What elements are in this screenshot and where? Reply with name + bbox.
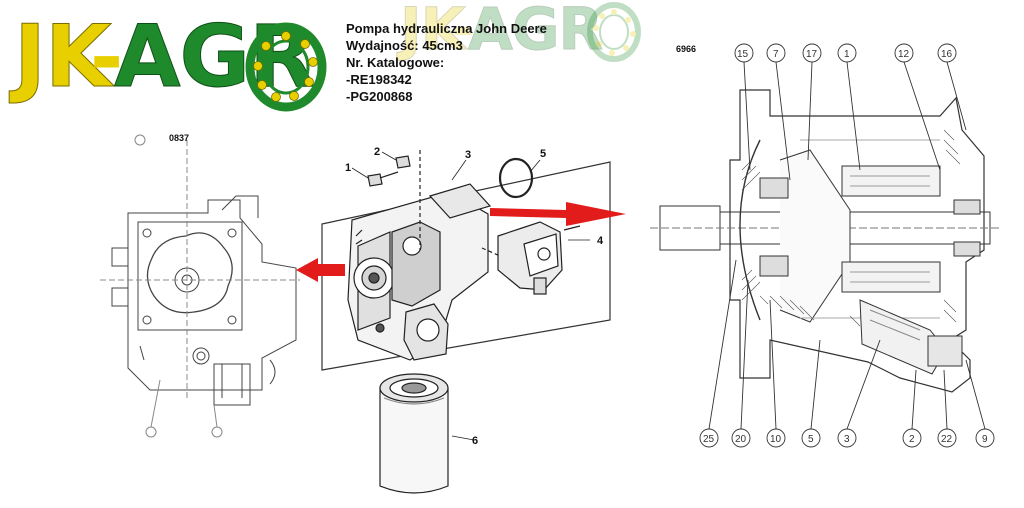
arrow-left-icon <box>296 258 345 282</box>
callout-10: 10 <box>770 434 782 445</box>
pump-cross-section <box>650 89 1000 393</box>
bearing-ring-icon <box>587 2 641 62</box>
logo-jk-text: JK <box>14 7 113 107</box>
catalog-number-1: -RE198342 <box>346 72 412 87</box>
product-title: Pompa hydrauliczna John Deere <box>346 21 547 36</box>
part-label-1: 1 <box>345 162 351 174</box>
pump-end-view <box>100 134 300 438</box>
callout-2: 2 <box>909 434 915 445</box>
watermark-dash-text: - <box>452 0 474 60</box>
callout-5: 5 <box>808 434 814 445</box>
exploded-pump-assembly <box>321 150 611 371</box>
callout-15: 15 <box>737 49 749 60</box>
callout-12: 12 <box>898 49 910 60</box>
callout-17: 17 <box>806 49 818 60</box>
arrow-right-icon <box>490 202 626 226</box>
right-diagram-ref: 6966 <box>676 44 697 54</box>
section-callouts-top <box>734 43 967 181</box>
callout-20: 20 <box>735 434 747 445</box>
part-label-6: 6 <box>472 435 478 447</box>
section-callout-labels: 15 7 17 1 12 16 25 20 10 5 3 2 22 9 <box>703 49 988 445</box>
callout-3: 3 <box>844 434 850 445</box>
callout-9: 9 <box>982 434 988 445</box>
callout-22: 22 <box>941 434 953 445</box>
part-callouts: 1 2 3 5 4 6 <box>345 146 604 447</box>
part-label-4: 4 <box>597 235 604 247</box>
catalog-label: Nr. Katalogowe: <box>346 55 445 70</box>
section-callouts-bottom <box>699 259 995 448</box>
product-info: Pompa hydrauliczna John Deere Wydajność:… <box>346 20 547 105</box>
watermark-jk-text: JK <box>400 0 467 63</box>
callout-25: 25 <box>703 434 715 445</box>
left-diagram-ref: 0837 <box>169 133 190 143</box>
callout-7: 7 <box>773 49 779 60</box>
logo-dash-text: - <box>90 11 123 104</box>
watermark-agr-text: AGR <box>467 0 603 63</box>
callout-16: 16 <box>941 49 953 60</box>
product-capacity: Wydajność: 45cm3 <box>346 38 463 53</box>
part-label-3: 3 <box>465 149 471 161</box>
bearing-ring-icon <box>245 22 327 112</box>
catalog-number-2: -PG200868 <box>346 89 413 104</box>
oil-filter <box>379 373 449 494</box>
part-label-2: 2 <box>374 146 380 158</box>
callout-1: 1 <box>844 49 850 60</box>
part-label-5: 5 <box>540 148 546 160</box>
